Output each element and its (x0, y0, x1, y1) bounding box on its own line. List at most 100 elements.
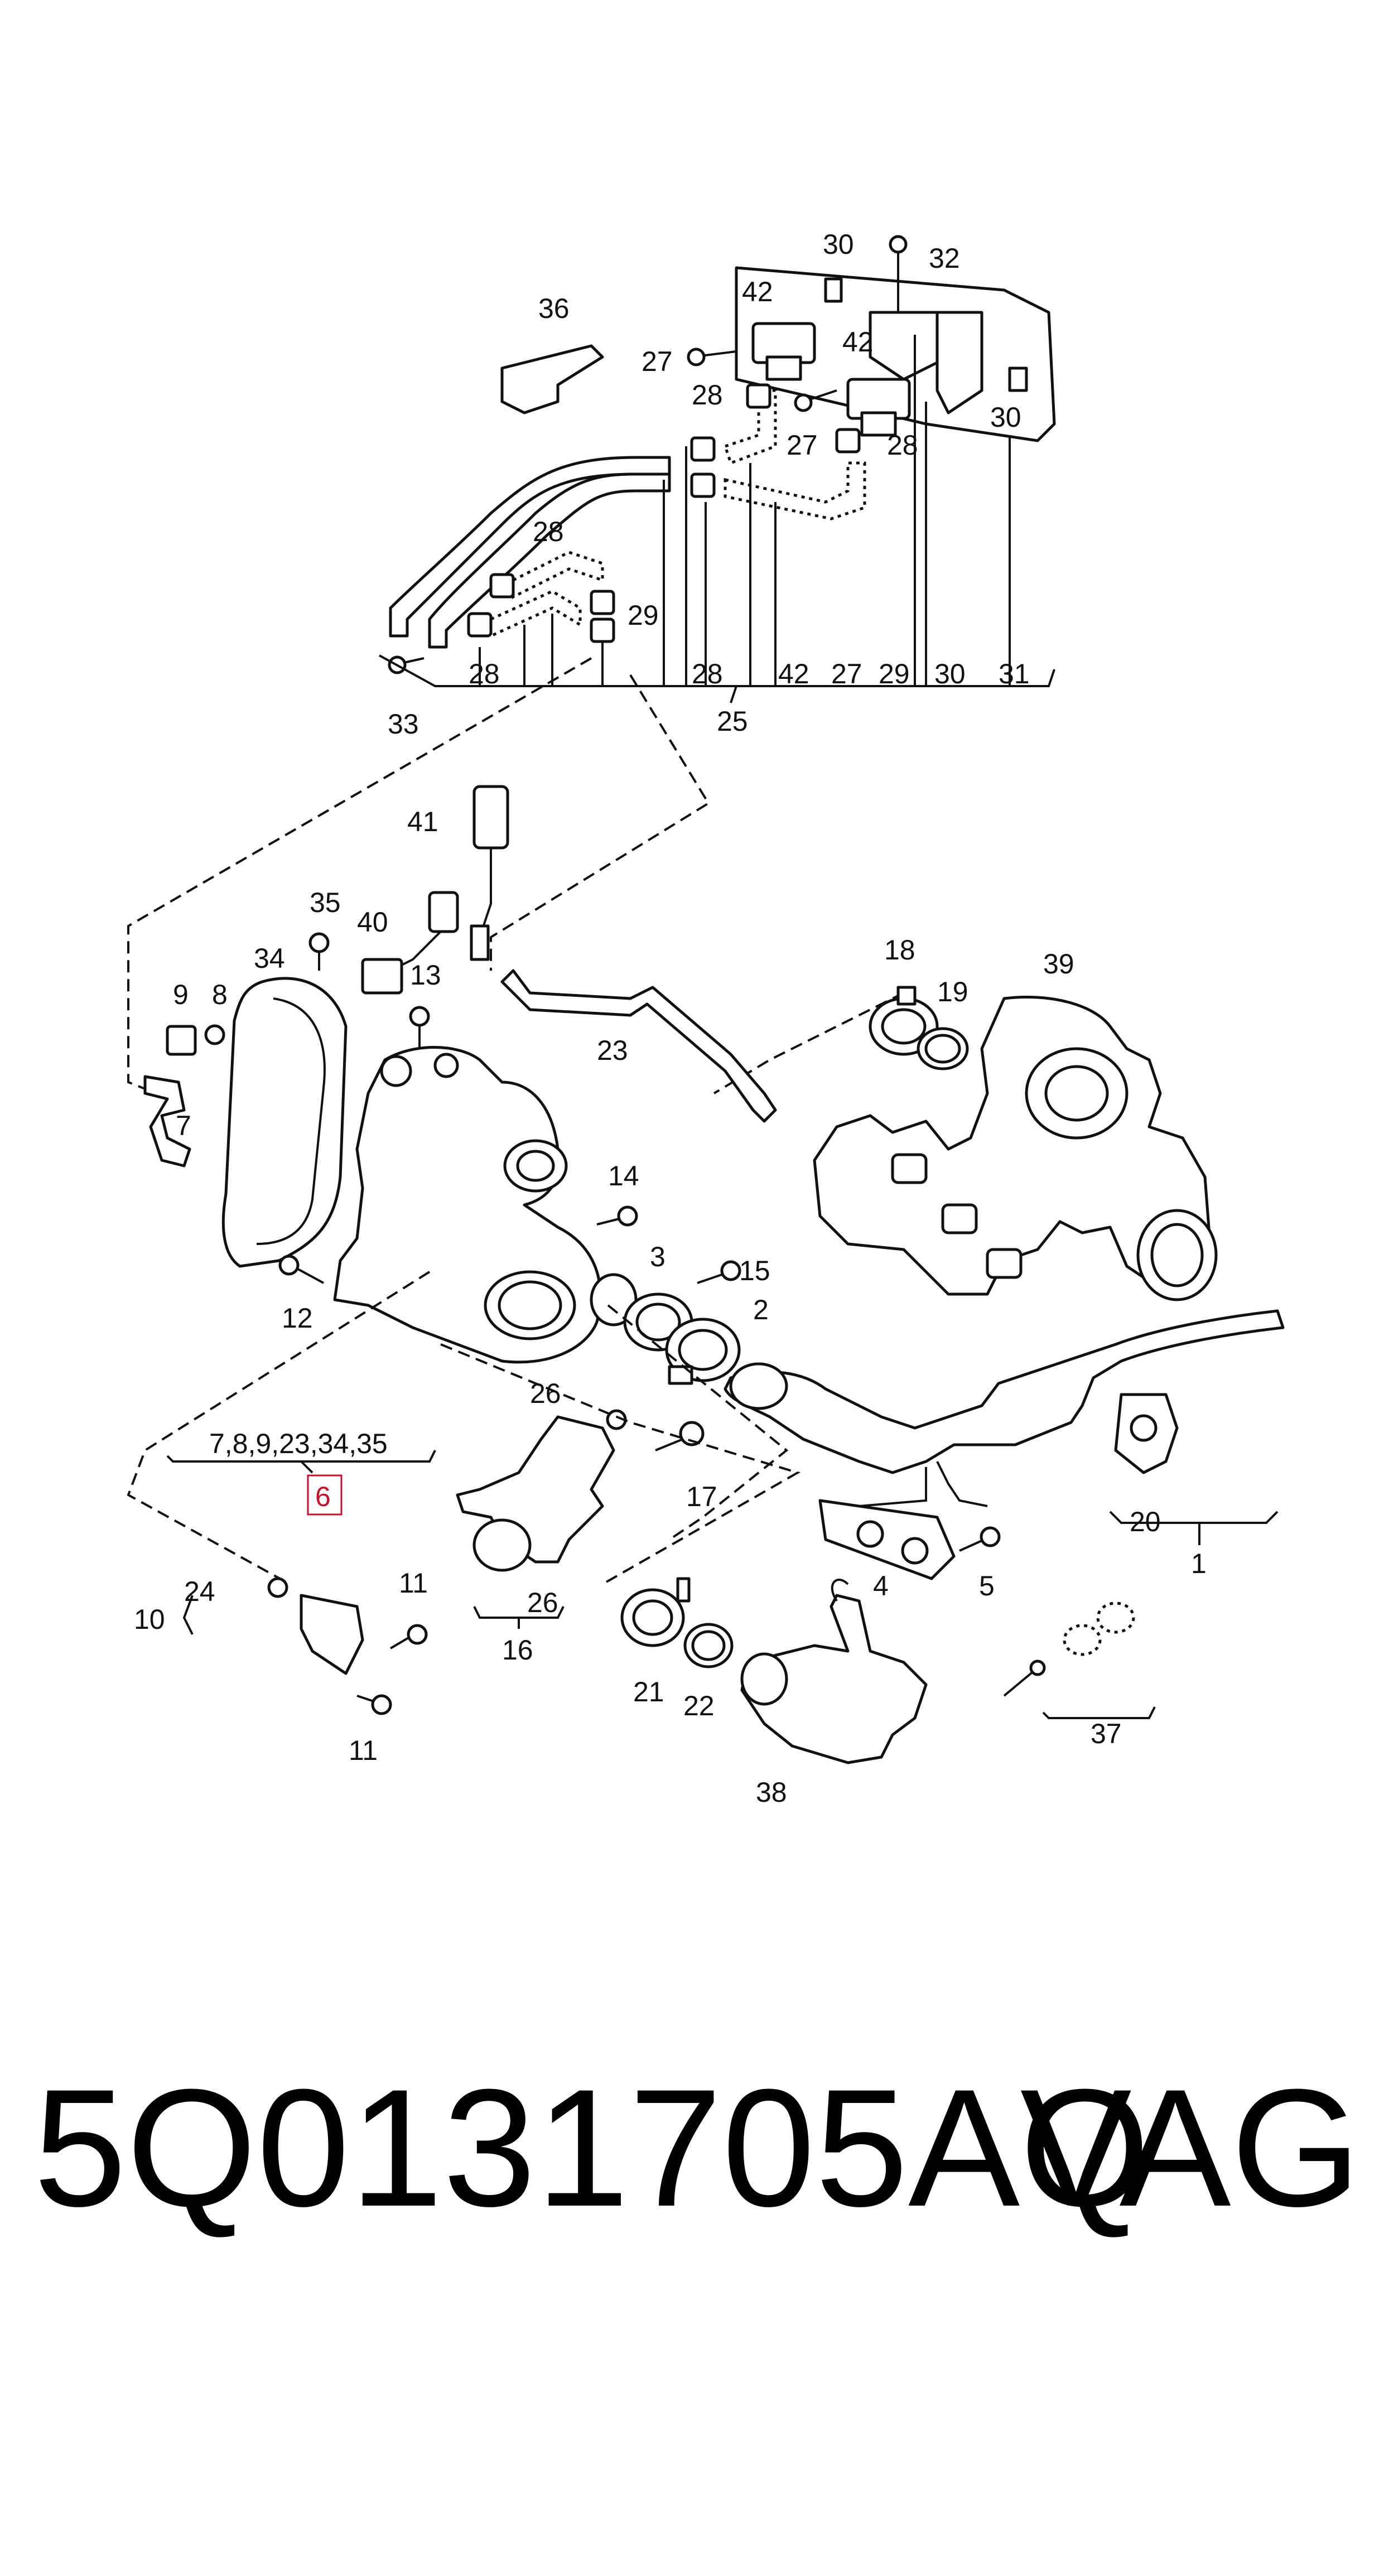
callout-20: 20 (1130, 1506, 1161, 1537)
callout-30-c: 30 (934, 658, 966, 689)
callout-8: 8 (212, 979, 228, 1010)
callout-22: 22 (683, 1690, 715, 1721)
callout-28-a: 28 (692, 379, 723, 411)
callout-28-e: 28 (692, 658, 723, 689)
bolt-15 (697, 1260, 741, 1284)
group-brackets (166, 1450, 1279, 1719)
highlight-box-6 (307, 1474, 343, 1516)
callout-37: 37 (1091, 1718, 1122, 1749)
callout-14: 14 (608, 1160, 639, 1191)
sensor-41 (470, 785, 509, 961)
bolt-8 (204, 1024, 225, 1045)
callout-13: 13 (410, 959, 441, 991)
callout-41: 41 (407, 806, 438, 837)
callout-36: 36 (538, 293, 570, 324)
callout-17: 17 (686, 1481, 717, 1512)
hose-bundle (389, 383, 866, 649)
bolt-5 (959, 1526, 1001, 1552)
part-number: 5Q0131705AQ (33, 2054, 1150, 2241)
dash-link-top-left (127, 657, 592, 1094)
callout-38: 38 (756, 1777, 787, 1808)
pipe-7 (143, 1075, 191, 1168)
gasket-4 (818, 1499, 956, 1580)
exhaust-pipe-1 (724, 1309, 1285, 1507)
caption: 5Q0131705AQ VAG (33, 2064, 1361, 2231)
heat-shield-34 (221, 977, 348, 1268)
callout-39: 39 (1043, 948, 1074, 980)
callout-26-upper: 26 (530, 1378, 561, 1409)
callout-23: 23 (597, 1035, 628, 1066)
callout-27-b: 27 (787, 430, 818, 461)
callout-group-6: 7,8,9,23,34,35 (209, 1428, 388, 1459)
sensor-40 (361, 891, 459, 995)
rivet-37 (1003, 1601, 1135, 1697)
callout-7: 7 (176, 1110, 191, 1141)
callout-4: 4 (873, 1570, 889, 1601)
callout-3: 3 (650, 1241, 666, 1272)
bolt-11-upper (389, 1624, 428, 1649)
callout-29-b: 29 (879, 658, 910, 689)
callout-30-a: 30 (823, 229, 854, 260)
callout-1: 1 (1191, 1548, 1207, 1579)
dash-link-lower-mid (440, 1343, 801, 1585)
dash-link-lower-left (127, 1271, 431, 1585)
dash-link-top-right (490, 674, 710, 971)
bolt-13 (409, 1006, 430, 1049)
seal-19 (917, 1027, 969, 1070)
pipe-23 (500, 969, 777, 1123)
callout-9: 9 (173, 979, 189, 1010)
bracket-16 (456, 1415, 615, 1572)
screws (388, 348, 837, 674)
callout-12: 12 (282, 1303, 313, 1334)
brand: VAG (1020, 2054, 1361, 2241)
callout-42-c: 42 (778, 658, 809, 689)
bolt-14 (596, 1205, 638, 1227)
callout-34: 34 (254, 943, 285, 974)
clamp-2 (665, 1318, 741, 1385)
callout-11-lower: 11 (349, 1735, 378, 1766)
callout-11-upper: 11 (399, 1567, 428, 1599)
hanger-20 (1114, 1393, 1179, 1474)
callout-2: 2 (753, 1294, 769, 1325)
catalytic-converter-assembly (333, 1046, 638, 1364)
clamp-21 (620, 1577, 691, 1647)
bolt-11-lower (356, 1694, 392, 1715)
pressure-sensor-bracket-group (735, 235, 1056, 442)
callout-19: 19 (937, 976, 968, 1007)
callout-31: 31 (999, 658, 1030, 689)
exhaust-parts-diagram: 1 2 3 4 5 6 7 8 9 10 11 11 12 13 14 15 1… (127, 229, 1285, 1808)
callout-21: 21 (633, 1676, 664, 1707)
callout-35: 35 (310, 887, 341, 918)
callout-40: 40 (357, 906, 388, 938)
callout-16: 16 (502, 1634, 533, 1666)
callout-15: 15 (739, 1255, 770, 1286)
hose-holder-36 (500, 344, 604, 414)
bolt-12 (278, 1255, 324, 1284)
callout-27-c: 27 (831, 658, 862, 689)
callout-42-a: 42 (742, 276, 773, 307)
pipe-38 (740, 1579, 928, 1764)
callout-26-lower: 26 (527, 1587, 558, 1618)
bracket-9 (166, 1025, 197, 1056)
callout-29-a: 29 (628, 600, 659, 631)
callout-32: 32 (929, 243, 960, 274)
turbocharger-39 (813, 996, 1218, 1301)
callout-18: 18 (884, 934, 915, 966)
bolt-35 (308, 932, 330, 971)
seal-22 (683, 1623, 734, 1668)
callout-25: 25 (717, 706, 748, 737)
callout-24: 24 (184, 1576, 215, 1607)
callout-42-b: 42 (842, 326, 874, 358)
group-25-bracket (379, 335, 1055, 703)
callout-28-d: 28 (469, 658, 500, 689)
callout-28-c: 28 (533, 516, 564, 547)
callout-27-a: 27 (642, 346, 673, 377)
callout-labels: 1 2 3 4 5 6 7 8 9 10 11 11 12 13 14 15 1… (134, 229, 1207, 1808)
callout-6: 6 (315, 1481, 331, 1512)
bolt-17 (655, 1421, 705, 1451)
bracket-10 (300, 1594, 364, 1675)
callout-30-b: 30 (990, 402, 1021, 433)
dash-link-lower-right (607, 1304, 789, 1541)
callout-5: 5 (979, 1570, 995, 1601)
callout-28-b: 28 (887, 430, 918, 461)
